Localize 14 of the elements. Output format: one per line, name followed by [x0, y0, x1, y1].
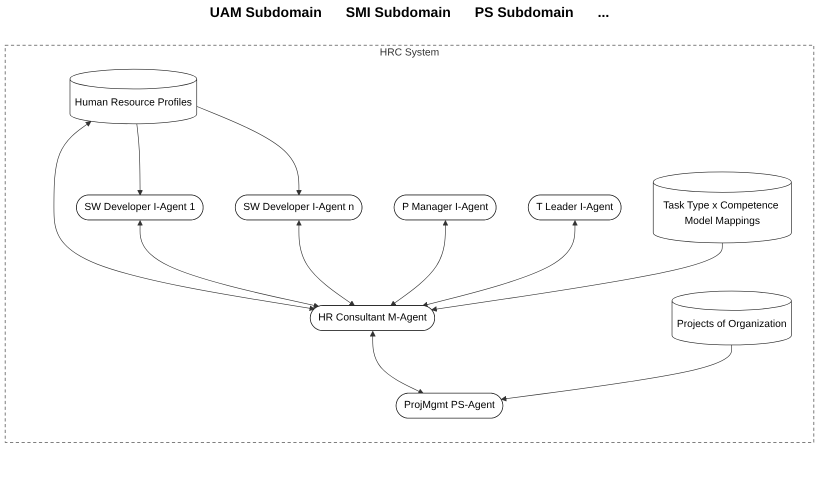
arrow — [390, 220, 448, 306]
arrow — [370, 331, 424, 394]
column-heading: SMI Subdomain — [346, 4, 451, 20]
column-heading: UAM Subdomain — [210, 4, 322, 20]
arrow — [422, 220, 578, 308]
column-heading: PS Subdomain — [474, 4, 574, 20]
arrow — [137, 220, 320, 308]
arrow — [296, 220, 355, 306]
arrow — [500, 344, 732, 402]
arrow — [431, 242, 723, 312]
arrow — [136, 124, 143, 196]
arrow — [196, 106, 302, 196]
arrow — [54, 121, 315, 312]
column-heading: ... — [598, 4, 610, 20]
